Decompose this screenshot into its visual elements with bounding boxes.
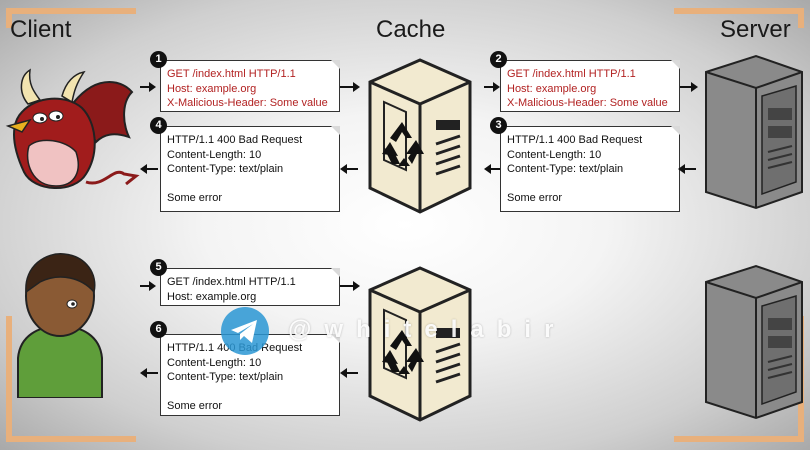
- step-number-badge: 1: [150, 51, 167, 68]
- arrow-cache-to-response: [340, 368, 358, 378]
- recycle-icon: [382, 330, 424, 374]
- malicious-header: X-Malicious-Header: Some value: [167, 97, 328, 109]
- status-line: HTTP/1.1 400 Bad Request: [507, 134, 643, 146]
- arrow-server-to-response: [678, 164, 696, 174]
- response-body: Some error: [167, 192, 223, 204]
- recycle-icon: [382, 122, 424, 166]
- request-line: GET /index.html HTTP/1.1: [167, 68, 296, 80]
- step-2-request-box: GET /index.html HTTP/1.1 Host: example.o…: [500, 60, 680, 112]
- frame-corner-bottom-left: [6, 316, 136, 442]
- request-line: GET /index.html HTTP/1.1: [507, 68, 636, 80]
- normal-client-icon: [17, 253, 103, 398]
- arrow-response-to-client: [140, 368, 158, 378]
- frame-corner-top-left: [6, 8, 136, 28]
- arrow-request-to-cache: [340, 82, 360, 92]
- status-line: HTTP/1.1 400 Bad Request: [167, 134, 303, 146]
- watermark-handle: @whitelabir: [288, 316, 567, 343]
- cache-server-icon: [368, 58, 472, 214]
- cache-server-icon: [368, 266, 472, 422]
- arrow-cache-to-response: [340, 164, 358, 174]
- frame-corner-top-right: [674, 8, 804, 28]
- content-length-header: Content-Length: 10: [167, 148, 262, 161]
- content-type-header: Content-Type: text/plain: [167, 371, 284, 383]
- cache-heading: Cache: [376, 16, 446, 43]
- response-body: Some error: [167, 400, 223, 412]
- host-header: Host: example.org: [167, 82, 257, 95]
- step-5-request-box: GET /index.html HTTP/1.1 Host: example.o…: [160, 268, 340, 306]
- blank-line: [507, 177, 673, 192]
- step-6-response-box: HTTP/1.1 400 Bad Request Content-Length:…: [160, 334, 340, 416]
- origin-server-icon: [705, 264, 803, 420]
- request-line: GET /index.html HTTP/1.1: [167, 276, 296, 288]
- arrow-response-to-cache: [484, 164, 500, 174]
- arrow-response-to-client: [140, 164, 158, 174]
- host-header: Host: example.org: [507, 82, 597, 95]
- content-length-header: Content-Length: 10: [507, 148, 602, 161]
- server-heading: Server: [720, 16, 791, 43]
- blank-line: [167, 385, 333, 400]
- devil-client-icon: [5, 68, 140, 189]
- step-3-response-box: HTTP/1.1 400 Bad Request Content-Length:…: [500, 126, 680, 212]
- step-number-badge: 5: [150, 259, 167, 276]
- step-number-badge: 6: [150, 321, 167, 338]
- step-1-request-box: GET /index.html HTTP/1.1 Host: example.o…: [160, 60, 340, 112]
- arrow-request-to-cache: [340, 281, 360, 291]
- arrow-client-to-cache: [140, 82, 156, 92]
- arrow-request-to-server: [680, 82, 698, 92]
- step-number-badge: 4: [150, 117, 167, 134]
- origin-server-icon: [705, 54, 803, 210]
- client-heading: Client: [10, 16, 72, 43]
- content-length-header: Content-Length: 10: [167, 356, 262, 369]
- arrow-cache-to-request: [484, 82, 500, 92]
- blank-line: [167, 177, 333, 192]
- malicious-header: X-Malicious-Header: Some value: [507, 97, 668, 109]
- response-body: Some error: [507, 192, 563, 204]
- host-header: Host: example.org: [167, 290, 257, 303]
- telegram-icon: [221, 307, 269, 355]
- step-number-badge: 3: [490, 117, 507, 134]
- step-4-response-box: HTTP/1.1 400 Bad Request Content-Length:…: [160, 126, 340, 212]
- step-number-badge: 2: [490, 51, 507, 68]
- content-type-header: Content-Type: text/plain: [167, 163, 284, 175]
- arrow-client-to-cache: [140, 281, 156, 291]
- content-type-header: Content-Type: text/plain: [507, 163, 624, 175]
